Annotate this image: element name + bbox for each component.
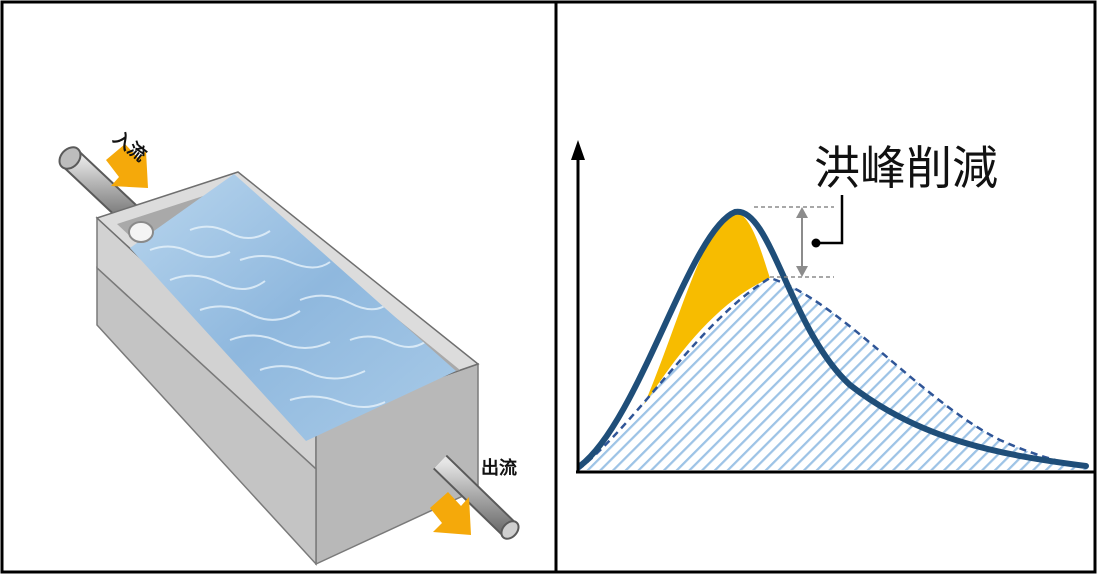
dimension-arrow-up-icon xyxy=(796,207,808,218)
water-ripples xyxy=(149,225,426,408)
inflow-curve xyxy=(577,208,1089,469)
tank-long-wall xyxy=(96,266,317,566)
hydrograph xyxy=(571,140,1095,474)
inflow-arrow xyxy=(106,144,148,188)
outflow-arrow xyxy=(430,492,471,535)
dimension-arrow-down-icon xyxy=(796,266,808,277)
peak-reduction-area xyxy=(644,212,770,405)
outflow-label: 出流 xyxy=(481,457,517,479)
y-axis-arrow-icon xyxy=(571,140,585,160)
outflow-area xyxy=(578,278,1088,470)
detention-tank-illustration xyxy=(58,144,520,566)
outflow-pipe xyxy=(433,454,520,540)
outflow-curve xyxy=(577,276,1089,471)
peak-reduction-label: 洪峰削減 xyxy=(814,141,998,195)
water-surface xyxy=(130,174,456,441)
inlet-opening xyxy=(128,221,154,243)
leader-line xyxy=(816,195,844,245)
